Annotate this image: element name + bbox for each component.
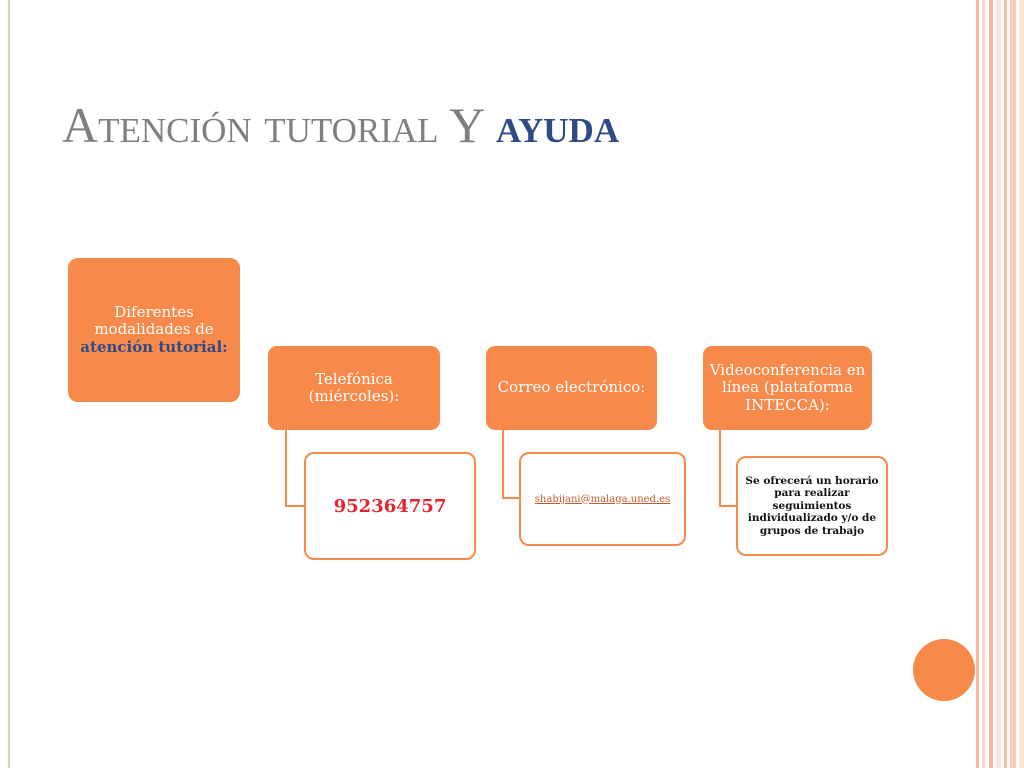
- stripe: [1019, 0, 1024, 768]
- stripe: [1010, 0, 1016, 768]
- root-node: Diferentes modalidades de atención tutor…: [68, 258, 240, 402]
- node-telefonica-label: Telefónica (miércoles):: [308, 369, 400, 405]
- stripe: [996, 0, 1001, 768]
- node-videoconferencia: Videoconferencia en línea (plataforma IN…: [703, 346, 872, 430]
- right-edge-stripes: [970, 0, 1024, 768]
- connector-correo: [502, 430, 519, 499]
- title-text: Atención tutorial Y: [62, 97, 484, 153]
- stripe: [989, 0, 993, 768]
- left-border-line: [8, 0, 10, 768]
- node-videoconferencia-label: Videoconferencia en línea (plataforma IN…: [709, 360, 866, 414]
- node-correo-label: Correo electrónico:: [497, 378, 646, 397]
- detail-videoconferencia: Se ofrecerá un horario para realizar seg…: [736, 456, 888, 556]
- connector-videoconferencia: [719, 430, 736, 507]
- root-node-highlight: atención tutorial:: [80, 337, 228, 356]
- connector-telefonica: [285, 430, 304, 507]
- root-node-text: Diferentes modalidades de: [94, 302, 214, 339]
- videoconference-description: Se ofrecerá un horario para realizar seg…: [745, 474, 879, 537]
- phone-number: 952364757: [333, 495, 447, 517]
- title-emphasis: ayuda: [495, 97, 620, 153]
- stripe: [976, 0, 979, 768]
- stripe: [1004, 0, 1007, 768]
- detail-telefonica: 952364757: [304, 452, 476, 560]
- decorative-circle: [913, 639, 975, 701]
- node-correo: Correo electrónico:: [486, 346, 657, 430]
- detail-correo: shabijani@malaga.uned.es: [519, 452, 686, 546]
- node-telefonica: Telefónica (miércoles):: [268, 346, 440, 430]
- slide-title: Atención tutorial Y ayuda: [62, 95, 619, 155]
- stripe: [982, 0, 985, 768]
- email-link[interactable]: shabijani@malaga.uned.es: [534, 493, 671, 505]
